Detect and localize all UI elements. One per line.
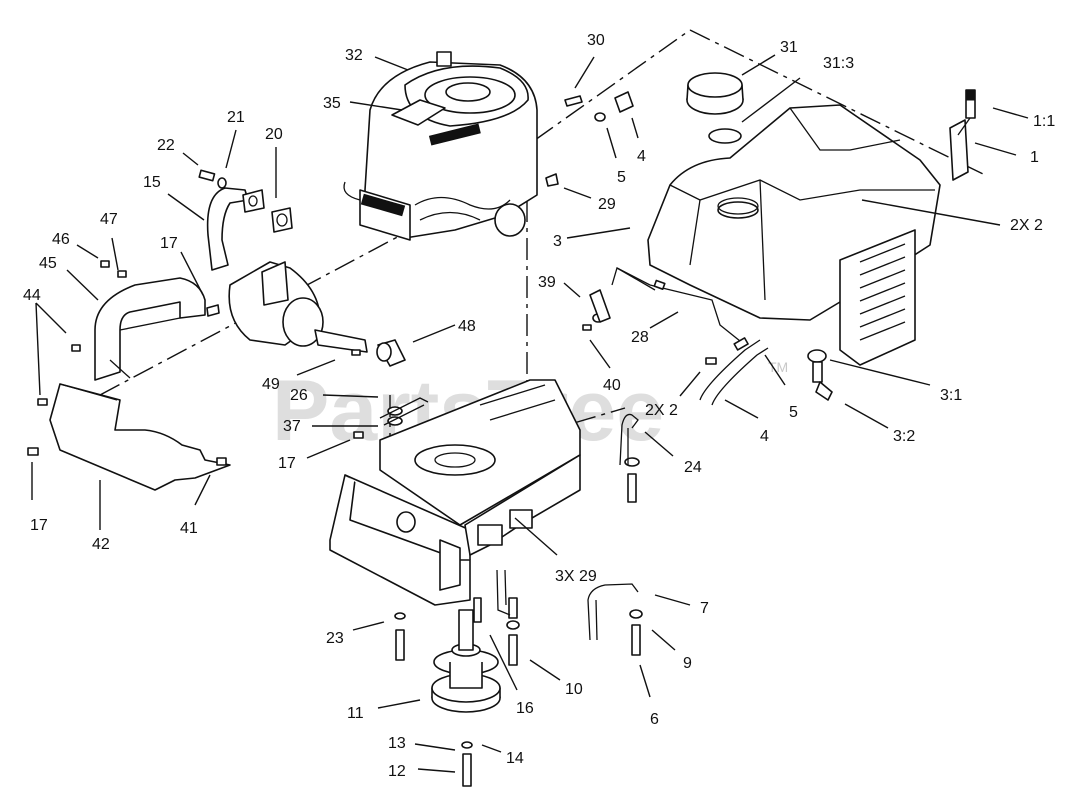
callout-14: 14 — [506, 750, 524, 767]
fuel-line-upper — [545, 91, 634, 187]
callout-49: 49 — [262, 376, 280, 393]
fuel-line-bracket — [379, 397, 429, 426]
callout-3: 3 — [553, 233, 562, 250]
callout-17-muffler: 17 — [160, 235, 178, 252]
callout-44: 44 — [23, 287, 41, 304]
fuel-cap — [686, 72, 744, 115]
callout-10: 10 — [565, 681, 583, 698]
fuel-line-4 — [699, 339, 769, 406]
spark-arrestor — [376, 339, 406, 367]
callout-45: 45 — [39, 255, 57, 272]
heat-shield-hardware — [37, 260, 127, 406]
callout-2x2-tank: 2X 2 — [1010, 217, 1043, 234]
callout-22: 22 — [157, 137, 175, 154]
callout-42: 42 — [92, 536, 110, 553]
callout-47: 47 — [100, 211, 118, 228]
callout-23: 23 — [326, 630, 344, 647]
callout-26: 26 — [290, 387, 308, 404]
callout-12: 12 — [388, 763, 406, 780]
callout-35: 35 — [323, 95, 341, 112]
cap-gasket — [708, 128, 742, 144]
fuel-line-28 — [611, 267, 749, 351]
callout-31-3: 31:3 — [823, 55, 854, 72]
callout-1: 1 — [1030, 149, 1039, 166]
callout-37: 37 — [283, 418, 301, 435]
callout-24: 24 — [684, 459, 702, 476]
callout-6: 6 — [650, 711, 659, 728]
callout-5-top: 5 — [617, 169, 626, 186]
fuel-fitting — [807, 349, 833, 401]
callout-16: 16 — [516, 700, 534, 717]
callout-48: 48 — [458, 318, 476, 335]
engine-pulley — [431, 609, 501, 713]
callout-17-frame: 17 — [278, 455, 296, 472]
exhaust-gasket — [242, 189, 293, 233]
watermark-trademark: TM — [768, 359, 788, 375]
callout-32: 32 — [345, 47, 363, 64]
callout-3x29: 3X 29 — [555, 568, 597, 585]
callout-3-1: 3:1 — [940, 387, 962, 404]
callout-21: 21 — [227, 109, 245, 126]
callout-41: 41 — [180, 520, 198, 537]
callout-20: 20 — [265, 126, 283, 143]
callout-15: 15 — [143, 174, 161, 191]
retainer-rod — [587, 583, 639, 641]
callout-31: 31 — [780, 39, 798, 56]
fasteners — [351, 313, 717, 787]
callout-29: 29 — [598, 196, 616, 213]
callout-13: 13 — [388, 735, 406, 752]
j-bolt — [496, 569, 511, 616]
callout-labels: 32 35 30 31 31:3 1:1 1 22 21 20 15 4 5 2… — [23, 32, 1055, 780]
callout-46: 46 — [52, 231, 70, 248]
callout-11: 11 — [347, 705, 364, 722]
callout-4-top: 4 — [637, 148, 646, 165]
exhaust-pipe — [206, 187, 249, 271]
callout-4-line: 4 — [760, 428, 769, 445]
callout-40: 40 — [603, 377, 621, 394]
muffler — [228, 261, 368, 353]
callout-28: 28 — [631, 329, 649, 346]
callout-2x2-line: 2X 2 — [645, 402, 678, 419]
callout-5-line: 5 — [789, 404, 798, 421]
exhaust-bolt — [198, 169, 227, 189]
clip-39 — [589, 289, 611, 323]
callout-3-2: 3:2 — [893, 428, 915, 445]
callout-9: 9 — [683, 655, 692, 672]
callout-7: 7 — [700, 600, 709, 617]
fuel-valve — [949, 89, 976, 181]
engine-mount-plate — [379, 379, 581, 526]
leader-lines — [31, 54, 1029, 773]
clip-24 — [619, 413, 639, 466]
heat-shield — [94, 277, 206, 381]
engine — [343, 51, 538, 241]
fuel-tank — [647, 104, 941, 366]
callout-30: 30 — [587, 32, 605, 49]
frame — [329, 454, 581, 606]
callout-17-left: 17 — [30, 517, 48, 534]
muffler-screw — [206, 304, 220, 317]
lower-shield — [27, 383, 231, 491]
callout-1-1: 1:1 — [1033, 113, 1055, 130]
callout-39: 39 — [538, 274, 556, 291]
